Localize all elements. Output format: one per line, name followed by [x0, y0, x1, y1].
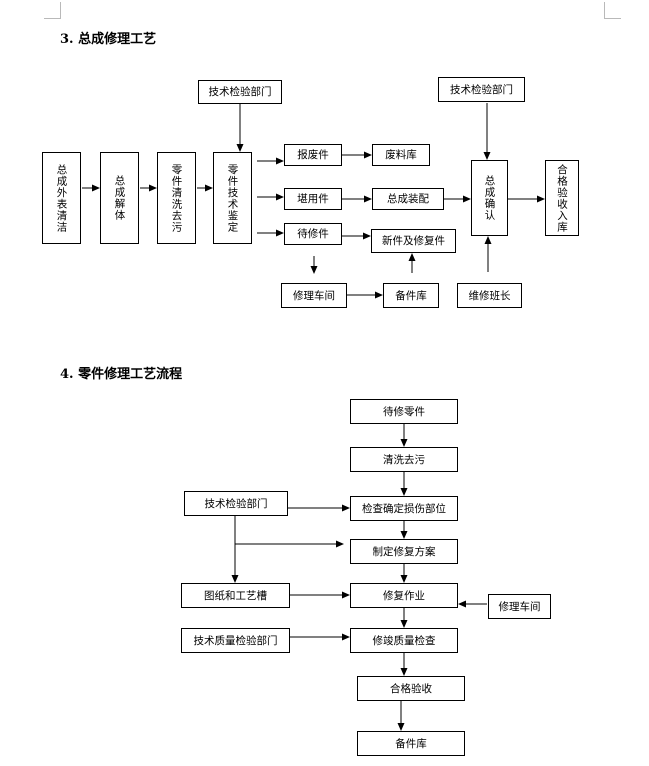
box-new-and-repaired: 新件及修复件 — [371, 229, 456, 253]
box-quality-check: 修竣质量检查 — [350, 628, 458, 653]
box-tech-inspect: 零件技术鉴定 — [213, 152, 252, 244]
box-qualified-store: 合格验收入库 — [545, 160, 579, 236]
section-4-heading: 4. 零件修理工艺流程 — [60, 367, 183, 382]
box-parts-to-repair: 待修零件 — [350, 399, 458, 424]
box-make-plan: 制定修复方案 — [350, 539, 458, 564]
box-assembly-confirm: 总成确认 — [471, 160, 508, 236]
box-scrap-part: 报废件 — [284, 144, 342, 166]
box-drawings: 图纸和工艺槽 — [181, 583, 290, 608]
box-inspect-damage: 检查确定损伤部位 — [350, 496, 458, 521]
box-assembly-install: 总成装配 — [372, 188, 444, 210]
box-usable-part: 堪用件 — [284, 188, 342, 210]
box-quality-dept: 技术质量检验部门 — [181, 628, 290, 653]
page-corner-mark-right — [604, 2, 621, 19]
page-corner-mark-left — [44, 2, 61, 19]
box-repair-shop-4: 修理车间 — [488, 594, 551, 619]
box-disassembly: 总成解体 — [100, 152, 139, 244]
box-clean: 清洗去污 — [350, 447, 458, 472]
box-exterior-clean: 总成外表清洁 — [42, 152, 81, 244]
box-scrap-store: 废料库 — [372, 144, 430, 166]
box-maintenance-team: 维修班长 — [457, 283, 522, 308]
box-parts-clean: 零件清洗去污 — [157, 152, 196, 244]
box-acceptance: 合格验收 — [357, 676, 465, 701]
box-repair-shop: 修理车间 — [281, 283, 347, 308]
box-tech-dept: 技术检验部门 — [184, 491, 288, 516]
box-spare-store: 备件库 — [383, 283, 439, 308]
box-tech-dept-right: 技术检验部门 — [438, 77, 525, 102]
box-tech-dept-left: 技术检验部门 — [198, 80, 282, 104]
box-spare-store-4: 备件库 — [357, 731, 465, 756]
box-repair-work: 修复作业 — [350, 583, 458, 608]
section-3-heading: 3. 总成修理工艺 — [60, 32, 157, 47]
box-repair-part: 待修件 — [284, 223, 342, 245]
